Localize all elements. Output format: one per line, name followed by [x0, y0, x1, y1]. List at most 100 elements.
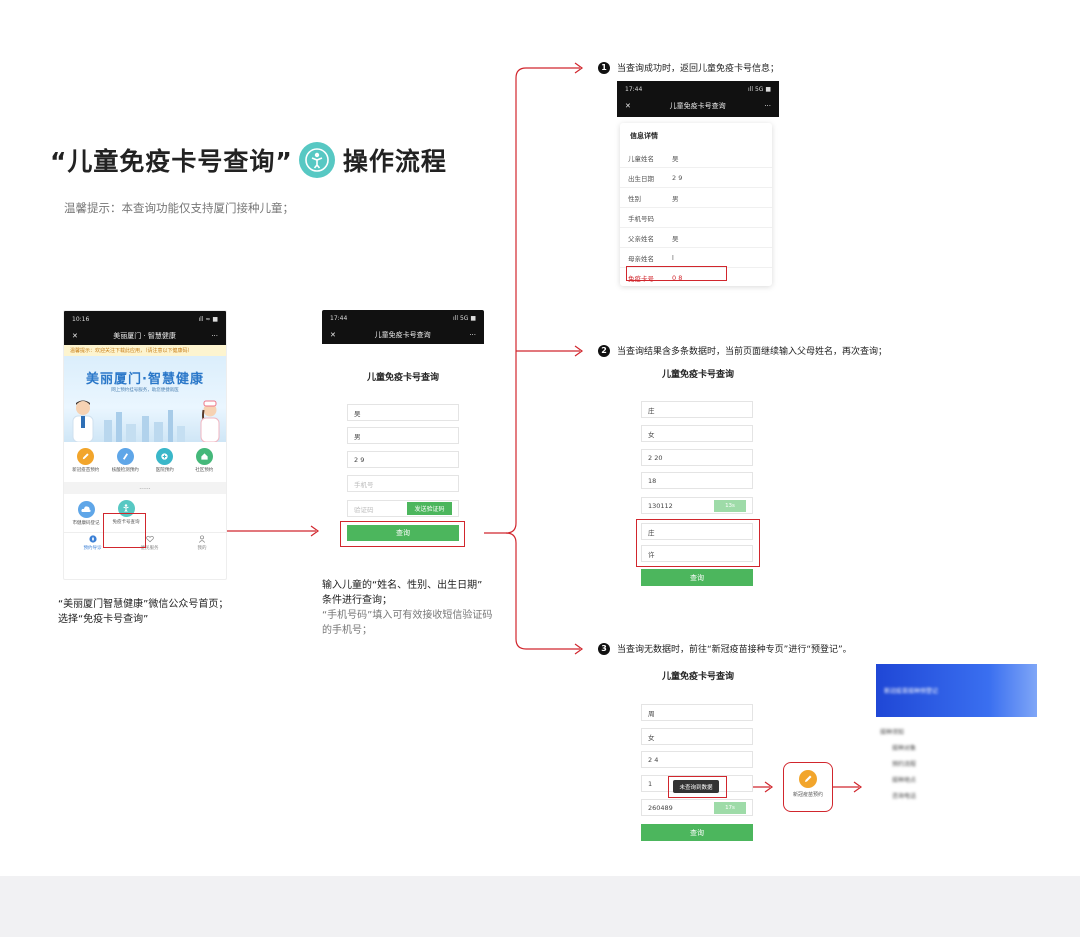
grid-item-health-code[interactable]: 市健康码登记 [66, 498, 106, 532]
form-title: 儿童免疫卡号查询 [366, 373, 439, 383]
step-number: 2 [598, 344, 610, 357]
tab-service[interactable]: 便民服务 [141, 535, 159, 557]
notice-bar: 温馨提示：欢迎关注下载此应用，（请注意以下健康码） [64, 345, 226, 356]
caption-line: 选择“免疫卡号查询” [58, 614, 149, 625]
step-number: 3 [598, 642, 610, 655]
arrow-head-1 [310, 525, 320, 537]
mother-name-field[interactable]: 许 [641, 545, 753, 562]
row-value: 吴 [672, 154, 679, 163]
status-time: 17:44 [330, 314, 348, 322]
field-value: 260489 [648, 803, 673, 812]
info-row: 手机号码 [620, 208, 772, 228]
nav-bar: ✕ 儿童免疫卡号查询 ··· [322, 326, 484, 344]
vaccine-entry[interactable]: 新冠疫苗预约 [783, 762, 833, 812]
grid-item-immunization-query[interactable]: 免疫卡号查询 [106, 498, 146, 532]
field-placeholder: 验证码 [354, 505, 374, 514]
birthdate-field[interactable]: 2 9 [347, 451, 459, 468]
field-value: 女 [648, 430, 655, 439]
person-icon [198, 535, 207, 545]
field-placeholder: 手机号 [354, 480, 374, 489]
row-key: 母亲姓名 [628, 254, 654, 263]
banner-title: 美丽厦门·智慧健康 [86, 372, 204, 387]
tab-guide[interactable]: 预约导诊 [84, 535, 102, 557]
father-name-field[interactable]: 庄 [641, 523, 753, 540]
step1-label: 1 当查询成功时，返回儿童免疫卡号信息； [598, 61, 779, 74]
grid-item-community[interactable]: 社区预约 [185, 446, 223, 482]
birthdate-field[interactable]: 2 20 [641, 449, 753, 466]
countdown-button[interactable]: 17s [714, 802, 746, 814]
more-icon[interactable]: ··· [211, 332, 218, 340]
field-value: 庄 [648, 406, 655, 415]
toast-no-data: 未查询到数据 [673, 780, 719, 793]
query-button[interactable]: 查询 [641, 569, 753, 586]
page-line: 接种对象 [892, 745, 917, 752]
grid-label: 核酸检测预约 [111, 468, 139, 473]
field-value: 许 [648, 550, 655, 559]
child-icon [117, 499, 135, 517]
vaccine-page-content: 接种须知 接种对象 预约流程 接种地点 咨询电话 [876, 717, 1037, 805]
grid-label: 医院预约 [155, 468, 174, 473]
status-bar: 17:44 ıll 5G ■ [322, 310, 484, 326]
gender-field[interactable]: 男 [347, 427, 459, 444]
status-time: 17:44 [625, 85, 643, 93]
field-value: 女 [648, 733, 655, 742]
info-row: 母亲姓名 l [620, 248, 772, 268]
name-field[interactable]: 周 [641, 704, 753, 721]
row-key: 手机号码 [628, 214, 654, 223]
highlight-parent-fields [636, 519, 760, 567]
gender-field[interactable]: 女 [641, 728, 753, 745]
send-code-button[interactable]: 发送验证码 [407, 502, 452, 515]
grid-item-hospital[interactable]: 医院预约 [146, 446, 184, 482]
compass-icon [84, 535, 102, 545]
grid-item-vaccine[interactable]: 新冠疫苗预约 [67, 446, 105, 482]
test-tube-icon [116, 448, 134, 465]
more-icon[interactable]: ··· [469, 331, 476, 339]
close-icon[interactable]: ✕ [330, 331, 336, 339]
more-icon[interactable]: ··· [764, 102, 771, 110]
grid-label: 社区预约 [195, 468, 214, 473]
footer-band [0, 876, 1080, 937]
row-value: 男 [672, 194, 679, 203]
field-value: 1 [648, 779, 653, 788]
gender-field[interactable]: 女 [641, 425, 753, 442]
field-value: 2 4 [648, 755, 659, 764]
birthdate-field[interactable]: 2 4 [641, 751, 753, 768]
name-field[interactable]: 庄 [641, 401, 753, 418]
row-key: 性别 [628, 194, 641, 203]
status-icons: ıll 5G ■ [748, 85, 771, 93]
highlight-card-number [626, 266, 727, 281]
caption-line: 的手机号； [322, 625, 372, 636]
close-icon[interactable]: ✕ [72, 332, 78, 340]
query-button[interactable]: 查询 [641, 824, 753, 841]
nurse-illustration [200, 400, 220, 442]
step-text: 当查询无数据时，前往“新冠疫苗接种专页”进行“预登记”。 [617, 645, 852, 655]
grid-item-nucleic[interactable]: 核酸检测预约 [106, 446, 144, 482]
step-text: 当查询结果含多条数据时，当前页面继续输入父母姓名，再次查询； [617, 347, 888, 357]
status-icons: ıll 5G ■ [453, 314, 476, 322]
page-line: 预约流程 [892, 761, 917, 768]
page-title: “儿童免疫卡号查询” 操作流程 [50, 142, 447, 178]
phone-field[interactable]: 手机号 [347, 475, 459, 492]
countdown-button[interactable]: 13s [714, 500, 746, 512]
field-value: 2 9 [354, 455, 365, 464]
grid-label: 免疫卡号查询 [112, 520, 140, 525]
close-icon[interactable]: ✕ [625, 102, 631, 110]
vaccine-page-title: 新冠疫苗接种预登记 [884, 688, 939, 695]
row-value: l [672, 253, 674, 262]
phone-field[interactable]: 18 [641, 472, 753, 489]
page-line: 接种须知 [880, 729, 905, 736]
step-text: 当查询成功时，返回儿童免疫卡号信息； [617, 64, 780, 74]
status-time: 10:16 [72, 315, 90, 323]
query-button[interactable]: 查询 [347, 525, 459, 541]
step-number: 1 [598, 61, 610, 74]
name-field[interactable]: 吴 [347, 404, 459, 421]
caption-line: 输入儿童的“姓名、性别、出生日期” [322, 580, 483, 591]
caption-line: “美丽厦门智慧健康”微信公众号首页； [58, 599, 229, 610]
field-value: 2 20 [648, 453, 663, 462]
info-row: 父亲姓名吴 [620, 228, 772, 248]
nav-title: 美丽厦门 · 智慧健康 [113, 332, 176, 340]
vaccine-label: 新冠疫苗预约 [792, 792, 823, 798]
tab-mine[interactable]: 我的 [198, 535, 207, 557]
tab-label: 预约导诊 [83, 546, 102, 551]
